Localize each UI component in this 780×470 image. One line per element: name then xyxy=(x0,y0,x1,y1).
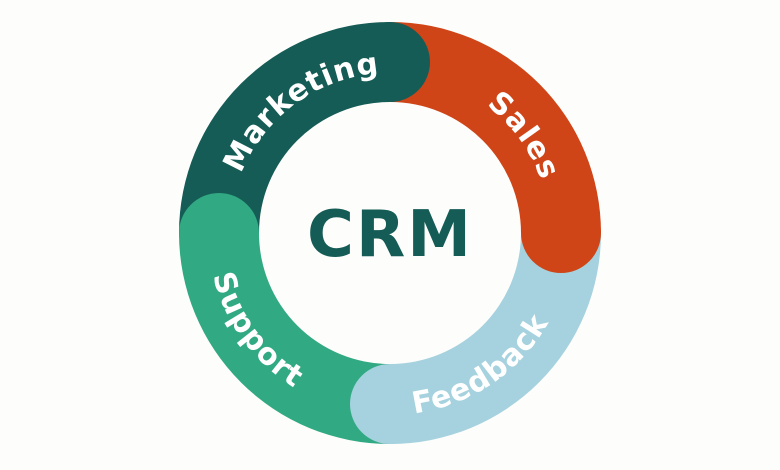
segment-support-arc xyxy=(179,233,390,444)
center-label: CRM xyxy=(307,198,473,272)
segment-sales-cap xyxy=(521,193,601,273)
segment-feedback-arc xyxy=(390,233,601,444)
segment-sales-arc xyxy=(390,22,601,233)
segment-feedback-cap xyxy=(350,364,430,444)
segment-support-cap xyxy=(179,193,259,273)
segment-marketing-arc xyxy=(179,22,390,233)
segment-marketing-cap xyxy=(350,22,430,102)
